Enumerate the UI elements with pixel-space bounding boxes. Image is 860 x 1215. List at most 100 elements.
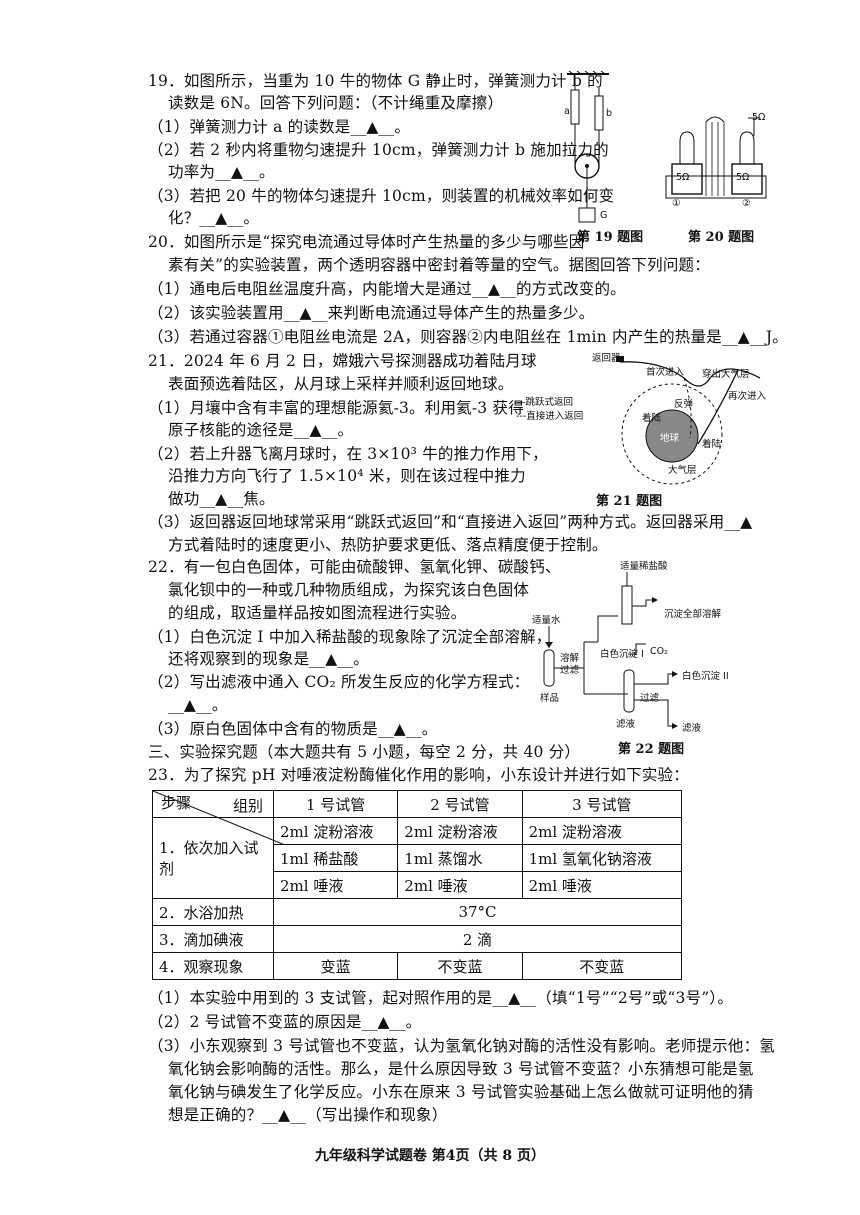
step-3-value: 2 滴 bbox=[273, 925, 682, 953]
resistor-label-1: 5Ω bbox=[676, 172, 690, 183]
q22-sub-2b: __▲__。 bbox=[168, 696, 228, 714]
q20-sub-2: （2）该实验装置用__▲__来判断电流通过导体产生的热量多少。 bbox=[148, 304, 595, 322]
co2-label: CO₂ bbox=[650, 646, 668, 657]
first-entry-label: 首次进入 bbox=[646, 367, 685, 378]
q20-line-2: 素有关”的实验装置，两个透明容器中密封着等量的空气。据图回答下列问题： bbox=[168, 256, 710, 274]
legend-direct: ---直接进入返回 bbox=[516, 411, 584, 422]
joule-heating-figure bbox=[665, 116, 767, 199]
fig21-caption: 第 21 题图 bbox=[596, 494, 663, 509]
q21-line-1: 21．2024 年 6 月 2 日，嫦娥六号探测器成功着陆月球 bbox=[148, 352, 537, 370]
q21-sub-3: （3）返回器返回地球常采用“跳跃式返回”和“直接进入返回”两种方式。返回器采用_… bbox=[148, 513, 753, 531]
q22-sub-1b: 还将观察到的现象是__▲__。 bbox=[168, 650, 369, 668]
flowchart-figure bbox=[543, 572, 678, 729]
fig19-caption: 第 19 题图 bbox=[577, 230, 644, 245]
header-step: 步骤 bbox=[161, 794, 192, 812]
q22-sub-2: （2）写出滤液中通入 CO₂ 所发生反应的化学方程式： bbox=[148, 673, 530, 691]
filter-label: 过滤 bbox=[560, 665, 580, 676]
reentry-figure bbox=[616, 356, 761, 485]
returner-label: 返回器 bbox=[592, 353, 621, 364]
filtrate-label: 滤液 bbox=[616, 719, 636, 730]
q22-line-1: 22．有一包白色固体，可能由硫酸钾、氢氧化钾、碳酸钙、 bbox=[148, 558, 561, 576]
section-3-heading: 三、实验探究题（本大题共有 5 小题，每空 2 分，共 40 分） bbox=[148, 743, 581, 761]
q23-sub-3d: 想是正确的？__▲__（写出操作和现象） bbox=[168, 1106, 448, 1124]
pulley-label-a: a bbox=[564, 106, 570, 117]
q20-sub-1: （1）通电后电阻丝温度升高，内能增大是通过__▲__的方式改变的。 bbox=[148, 280, 626, 298]
step-2-value: 37°C bbox=[273, 898, 682, 926]
header-tube-2: 2 号试管 bbox=[397, 790, 523, 818]
q19-sub-3b: 化？__▲__。 bbox=[168, 209, 260, 227]
reagent-cell: 2ml 唾液 bbox=[521, 871, 683, 899]
landing-label-2: 着陆 bbox=[702, 439, 722, 450]
q20-sub-3: （3）若通过容器①电阻丝电流是 2A，则容器②内电阻丝在 1min 内产生的热量… bbox=[148, 328, 788, 346]
reagent-cell: 2ml 唾液 bbox=[397, 871, 523, 899]
acid-label: 适量稀盐酸 bbox=[620, 561, 668, 572]
ppt1-label: 白色沉淀 I bbox=[600, 649, 644, 660]
reagent-cell: 1ml 氢氧化钠溶液 bbox=[521, 844, 683, 872]
earth-label: 地球 bbox=[660, 433, 680, 444]
q21-line-2: 表面预选着陆区，从月球上采样并顺利返回地球。 bbox=[168, 375, 514, 393]
fig20-caption: 第 20 题图 bbox=[688, 230, 755, 245]
q23-line-1: 23．为了探究 pH 对唾液淀粉酶催化作用的影响，小东设计并进行如下实验： bbox=[148, 766, 689, 784]
reagent-cell: 1ml 蒸馏水 bbox=[397, 844, 523, 872]
q20-line-1: 20．如图所示是“探究电流通过导体时产生热量的多少与哪些因 bbox=[148, 233, 585, 251]
atmosphere-label: 大气层 bbox=[668, 465, 697, 476]
filter2-label: 过滤 bbox=[640, 693, 660, 704]
second-entry-label: 再次进入 bbox=[728, 391, 767, 402]
q23-sub-1: （1）本实验中用到的 3 支试管，起对照作用的是__▲__（填“1号”“2号”或… bbox=[148, 989, 734, 1007]
ppt-dissolved-label: 沉淀全部溶解 bbox=[664, 609, 722, 620]
container-label-2: ② bbox=[742, 198, 751, 209]
q19-sub-3: （3）若把 20 牛的物体匀速提升 10cm，则装置的机械效率如何变 bbox=[148, 187, 615, 205]
q23-sub-3b: 氧化钠会影响酶的活性。那么，是什么原因导致 3 号试管不变蓝？小东猜想可能是氢 bbox=[168, 1060, 754, 1078]
q23-sub-2: （2）2 号试管不变蓝的原因是__▲__。 bbox=[148, 1013, 422, 1031]
observation-cell: 不变蓝 bbox=[521, 952, 683, 980]
step-2-label: 2．水浴加热 bbox=[152, 898, 274, 926]
resistor-label-2: 5Ω bbox=[736, 172, 750, 183]
q23-sub-3: （3）小东观察到 3 号试管也不变蓝，认为氢氧化钠对酶的活性没有影响。老师提示他… bbox=[148, 1037, 775, 1055]
step-1-label: 1．依次加入试剂 bbox=[152, 817, 274, 899]
bounce-label: 反弹 bbox=[674, 399, 694, 410]
reagent-cell: 2ml 淀粉溶液 bbox=[521, 817, 683, 845]
q21-sub-1: （1）月壤中含有丰富的理想能源氦-3。利用氦-3 获得 bbox=[148, 399, 524, 417]
reagent-cell: 2ml 淀粉溶液 bbox=[397, 817, 523, 845]
q19-sub-2: （2）若 2 秒内将重物匀速提升 10cm，弹簧测力计 b 施加拉力的 bbox=[148, 141, 609, 159]
observation-cell: 不变蓝 bbox=[397, 952, 523, 980]
header-tube-1: 1 号试管 bbox=[272, 790, 399, 818]
reagent-cell: 2ml 淀粉溶液 bbox=[272, 817, 399, 845]
q19-line-1: 19．如图所示，当重为 10 牛的物体 G 静止时，弹簧测力计 b 的 bbox=[148, 72, 603, 90]
container-label-1: ① bbox=[672, 198, 681, 209]
q21-sub-2b: 沿推力方向飞行了 1.5×10⁴ 米，则在该过程中推力 bbox=[168, 467, 526, 485]
exit-atm-label: 穿出大气层 bbox=[702, 369, 750, 380]
observation-cell: 变蓝 bbox=[272, 952, 399, 980]
q19-sub-2b: 功率为__▲__。 bbox=[168, 163, 275, 181]
reagent-cell: 1ml 稀盐酸 bbox=[272, 844, 399, 872]
pulley-figure bbox=[567, 70, 609, 223]
q21-sub-1b: 原子核能的途径是__▲__。 bbox=[168, 421, 354, 439]
table-corner-cell: 组别 步骤 bbox=[152, 790, 285, 845]
resistor-label-top: 5Ω bbox=[752, 112, 766, 123]
q22-line-2: 氯化钡中的一种或几种物质组成，为探究该白色固体 bbox=[168, 581, 530, 599]
pulley-label-g: G bbox=[600, 210, 608, 221]
ppt2-label: 白色沉淀 II bbox=[682, 671, 729, 682]
step-4-label: 4．观察现象 bbox=[152, 952, 274, 980]
pulley-label-b: b bbox=[606, 108, 613, 119]
q23-sub-3c: 氧化钠与碘发生了化学反应。小东在原来 3 号试管实验基础上怎么做就可证明他的猜 bbox=[168, 1083, 754, 1101]
reagent-cell: 2ml 唾液 bbox=[272, 871, 399, 899]
q22-sub-1: （1）白色沉淀 I 中加入稀盐酸的现象除了沉淀全部溶解， bbox=[148, 628, 552, 646]
header-group: 组别 bbox=[232, 797, 263, 815]
q21-sub-2c: 做功__▲__焦。 bbox=[168, 490, 275, 508]
filtrate2-label: 滤液 bbox=[682, 723, 702, 734]
q21-sub-2: （2）若上升器飞离月球时，在 3×10³ 牛的推力作用下， bbox=[148, 445, 548, 463]
dissolve-label: 溶解 bbox=[560, 653, 580, 664]
q22-line-3: 的组成，取适量样品按如图流程进行实验。 bbox=[168, 604, 467, 622]
sample-label: 样品 bbox=[540, 693, 560, 704]
q22-sub-3: （3）原白色固体中含有的物质是__▲__。 bbox=[148, 720, 438, 738]
page-footer: 九年级科学试题卷 第4页（共 8 页） bbox=[314, 1148, 546, 1164]
experiment-table: 组别 步骤 1 号试管 2 号试管 3 号试管 1．依次加入试剂 2ml 淀粉溶… bbox=[152, 790, 683, 980]
header-tube-3: 3 号试管 bbox=[521, 790, 683, 818]
legend-jump: —跳跃式返回 bbox=[516, 397, 574, 408]
q19-sub-1: （1）弹簧测力计 a 的读数是__▲__。 bbox=[148, 118, 411, 136]
fig22-caption: 第 22 题图 bbox=[618, 742, 685, 757]
q19-line-2: 读数是 6N。回答下列问题：（不计绳重及摩擦） bbox=[168, 94, 504, 112]
water-label: 适量水 bbox=[532, 615, 561, 626]
